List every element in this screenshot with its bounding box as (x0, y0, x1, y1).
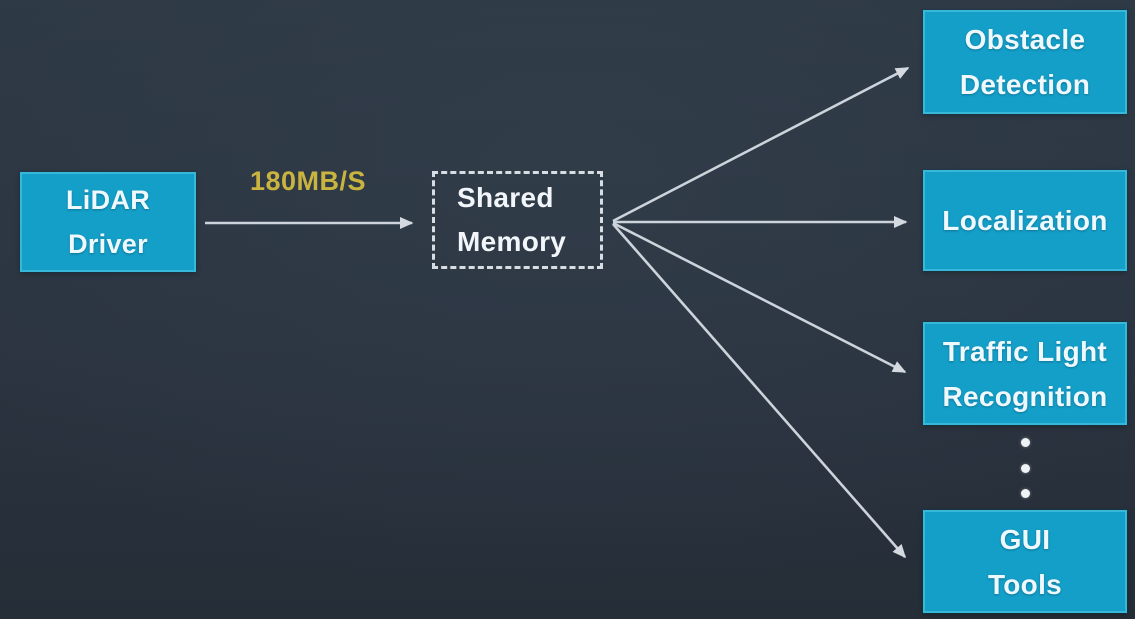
node-lidar-driver: LiDAR Driver (20, 172, 196, 272)
node-traffic-light-recognition: Traffic Light Recognition (923, 322, 1127, 425)
ellipsis-dot (1020, 463, 1030, 473)
node-lidar-driver-label: LiDAR Driver (66, 185, 150, 259)
edge-shared-memory-to-obstacle-detection (612, 66, 910, 223)
node-obstacle-detection: Obstacle Detection (923, 10, 1127, 114)
node-localization: Localization (923, 170, 1127, 271)
node-obstacle-detection-label: Obstacle Detection (959, 24, 1091, 100)
node-traffic-light-recognition-label: Traffic Light Recognition (942, 335, 1108, 412)
node-localization-label: Localization (942, 205, 1108, 236)
node-shared-memory-label: Shared Memory (457, 182, 567, 257)
edge-shared-memory-to-gui-tools (612, 223, 906, 559)
edge-label-data-rate: 180MB/S (249, 166, 367, 196)
edge-shared-memory-to-traffic-light-recognition (612, 221, 907, 374)
ellipsis-dot (1020, 438, 1030, 447)
node-shared-memory: Shared Memory (432, 171, 603, 269)
vertical-ellipsis-icon (1017, 438, 1033, 498)
node-gui-tools: GUI Tools (923, 510, 1127, 613)
node-gui-tools-label: GUI Tools (987, 523, 1063, 600)
ellipsis-dot (1020, 489, 1030, 498)
